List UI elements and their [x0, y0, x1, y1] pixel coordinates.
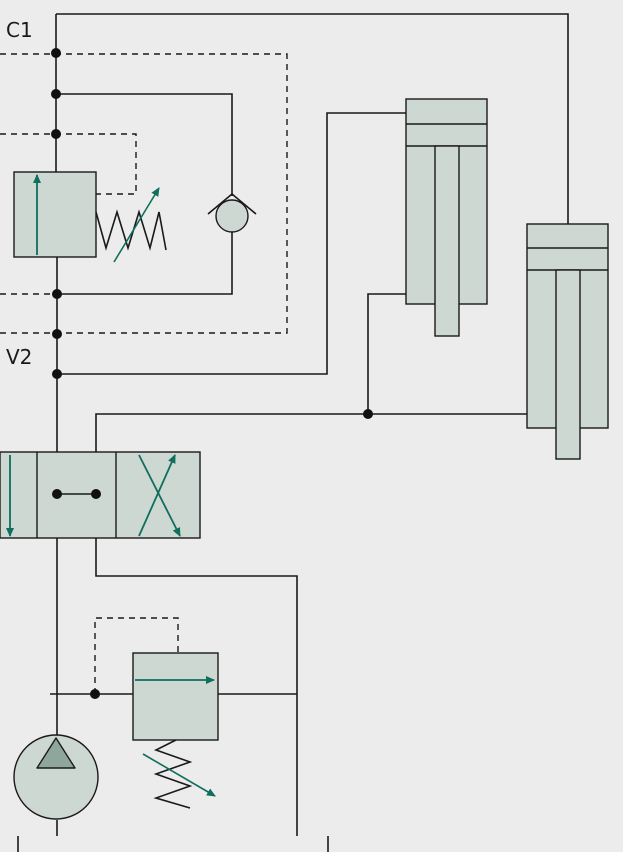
spring-upper: [95, 209, 167, 251]
hydraulic-cylinder-left: [405, 98, 488, 337]
line-v2-to-left-cylinder: [57, 112, 406, 375]
junction-dot: [363, 409, 373, 419]
line-cylinders-rod-side: [95, 413, 527, 452]
junction-dot: [52, 369, 62, 379]
junction-dot: [52, 329, 62, 339]
spring-lower: [153, 739, 193, 809]
label-c1: C1: [6, 18, 33, 42]
line-check-valve-bottom: [56, 232, 233, 295]
line-left-cylinder-rod-side: [367, 293, 406, 414]
junction-dot: [51, 48, 61, 58]
hydraulic-cylinder-right: [526, 223, 609, 460]
pressure-relief-valve-upper: [13, 171, 167, 263]
junction-dot: [51, 129, 61, 139]
pressure-relief-valve-lower: [132, 652, 219, 809]
adjustable-arrow-upper: [113, 187, 160, 263]
junction-dots: [51, 48, 373, 699]
pilot-lines: [0, 53, 288, 694]
check-valve: [207, 192, 257, 233]
junction-dot: [52, 289, 62, 299]
junction-dot: [90, 689, 100, 699]
junction-dot: [91, 489, 101, 499]
label-v2: V2: [6, 345, 33, 369]
junction-dot: [52, 489, 62, 499]
pump-triangle: [36, 737, 76, 769]
line-check-valve-top: [56, 93, 233, 196]
pilot-line-outer: [0, 53, 288, 334]
junction-dot: [51, 89, 61, 99]
dcv-arrow-cross-down: [138, 454, 181, 537]
pilot-line-lower-valve: [94, 617, 179, 694]
adjustable-arrow-lower: [142, 753, 216, 797]
pilot-line-inner: [0, 133, 137, 195]
line-dcv-to-tank: [95, 538, 298, 836]
hydraulic-pump: [13, 734, 99, 820]
line-c1-to-right-cylinder: [56, 13, 569, 224]
dcv-arrow-cross-up: [138, 454, 176, 537]
